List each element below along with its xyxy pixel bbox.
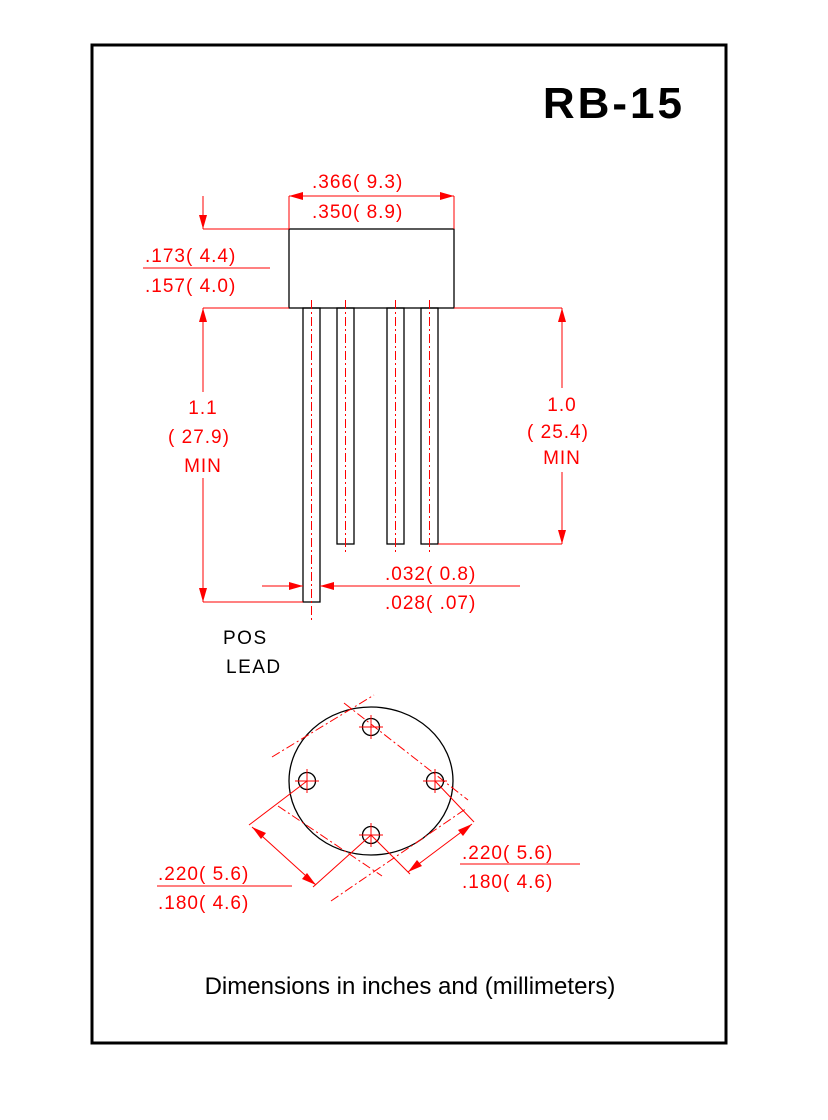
drawing-frame xyxy=(90,43,728,1045)
lead-width-dimension: .032( 0.8) .028( .07) xyxy=(262,564,520,614)
short-lead-length-dimension: 1.0 ( 25.4) MIN xyxy=(438,307,589,545)
left-spacing-max: .220( 5.6) xyxy=(158,864,249,885)
package-title: RB-15 xyxy=(543,79,685,128)
long-lead-length-dimension: 1.1 ( 27.9) MIN xyxy=(168,308,303,603)
lead-width-min: .028( .07) xyxy=(385,593,476,614)
short-lead-length-inches: 1.0 xyxy=(547,395,576,416)
left-spacing-dimension: .220( 5.6) .180( 4.6) xyxy=(157,780,372,914)
short-lead-length-mm: ( 25.4) xyxy=(527,422,589,443)
long-lead-length-note: MIN xyxy=(184,456,222,477)
body-height-max: .173( 4.4) xyxy=(145,246,236,267)
left-spacing-min: .180( 4.6) xyxy=(158,893,249,914)
pos-lead-label-line2: LEAD xyxy=(226,657,282,678)
body-height-dimension: .173( 4.4) .157( 4.0) xyxy=(143,196,289,309)
body-width-max: .366( 9.3) xyxy=(312,172,403,193)
body-width-min: .350( 8.9) xyxy=(312,202,403,223)
units-caption: Dimensions in inches and (millimeters) xyxy=(205,973,616,1000)
package-bottom-outline xyxy=(288,706,454,856)
side-view xyxy=(288,228,455,622)
lead-width-max: .032( 0.8) xyxy=(385,564,476,585)
pos-lead-label-line1: POS xyxy=(223,628,268,649)
short-lead-length-note: MIN xyxy=(543,448,581,469)
long-lead-length-inches: 1.1 xyxy=(188,398,217,419)
right-spacing-dimension: .220( 5.6) .180( 4.6) xyxy=(370,780,580,893)
long-lead-length-mm: ( 27.9) xyxy=(168,427,230,448)
right-spacing-max: .220( 5.6) xyxy=(462,843,553,864)
right-spacing-min: .180( 4.6) xyxy=(462,872,553,893)
body-height-min: .157( 4.0) xyxy=(145,276,236,297)
body-width-dimension: .366( 9.3) .350( 8.9) xyxy=(288,172,455,229)
package-body xyxy=(288,228,455,309)
bottom-view xyxy=(271,694,469,902)
